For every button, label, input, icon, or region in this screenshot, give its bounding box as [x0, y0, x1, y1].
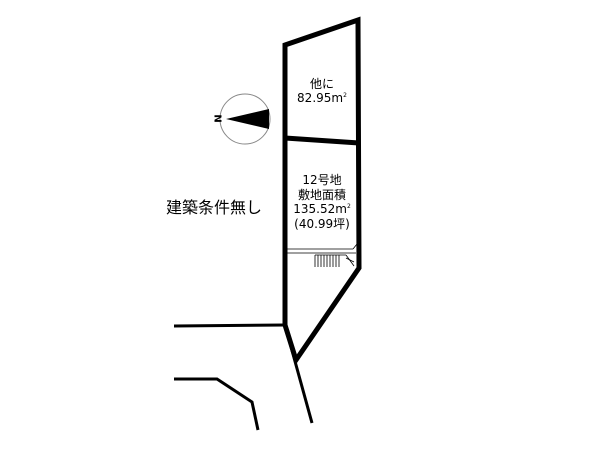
- lot-12-tsubo: (40.99坪): [294, 216, 350, 231]
- lot-boundary: [282, 16, 362, 366]
- lot-other-name: 他に: [309, 77, 334, 91]
- road-lines: [173, 323, 314, 431]
- lot-other-area: 82.95m2: [297, 90, 347, 105]
- lot-12-area: 135.52m2: [293, 202, 351, 217]
- lot-12-label: 12号地 敷地面積 135.52m2 (40.99坪): [284, 173, 360, 232]
- lot-divider: [284, 135, 360, 146]
- stairs-detail: [287, 236, 358, 267]
- compass-icon: [219, 93, 271, 145]
- compass-north-letter: N: [213, 114, 225, 123]
- lot-12-number: 12号地: [302, 173, 342, 187]
- lot-other-label: 他に 82.95m2: [284, 77, 360, 106]
- lot-12-area-label: 敷地面積: [297, 187, 346, 202]
- building-condition-text: 建築条件無し: [166, 198, 263, 217]
